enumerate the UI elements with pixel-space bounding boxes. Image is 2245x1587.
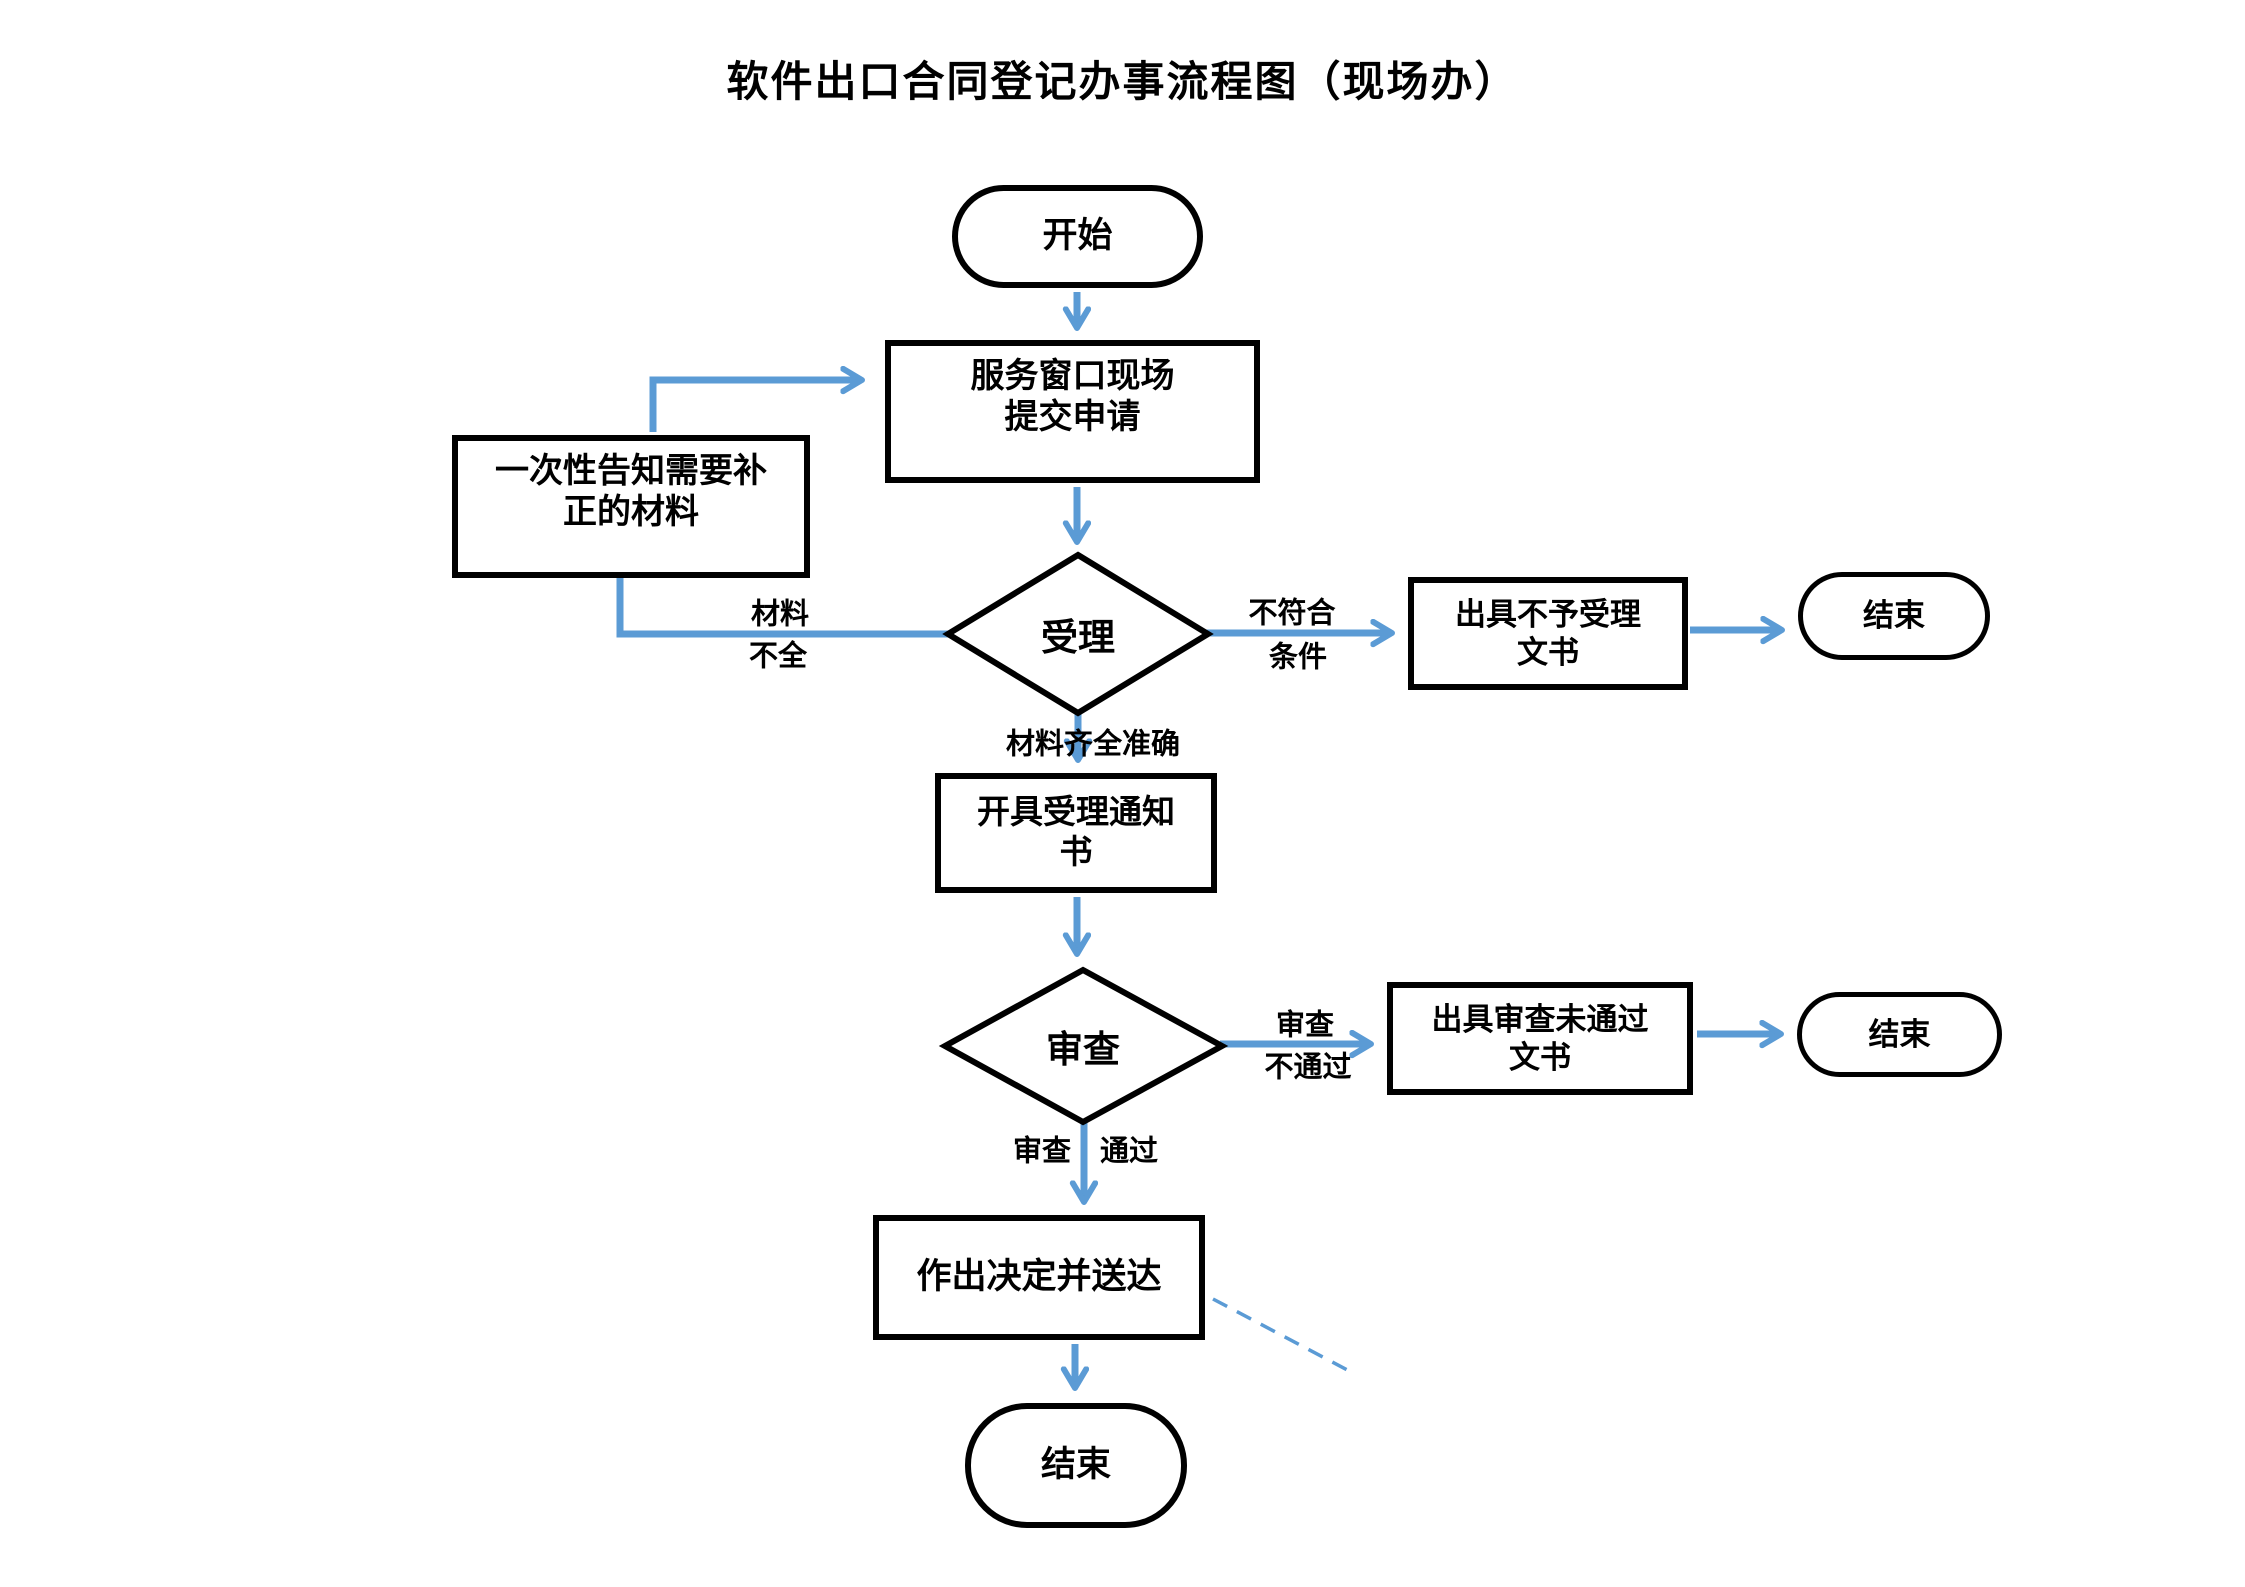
edge-label-review-fail-2: 不通过	[1264, 1051, 1352, 1084]
dashed-leader-line	[1212, 1297, 1356, 1376]
edge-label-review-pass-1: 审查	[1012, 1135, 1072, 1168]
edge-label-materials-incomplete-1: 材料	[750, 598, 810, 631]
node-reject-doc: 出具不予受理 文书	[1408, 577, 1688, 690]
node-end-3: 结束	[965, 1403, 1187, 1528]
edge-label-materials-complete: 材料齐全准确	[1005, 728, 1181, 761]
edge-accept-to-correction-materials-incomplete	[616, 576, 952, 638]
node-acceptance-notice: 开具受理通知 书	[935, 773, 1217, 893]
edge-label-review-fail-1: 审查	[1275, 1009, 1335, 1042]
edge-label-not-qualified-2: 条件	[1268, 641, 1328, 674]
page-title: 软件出口合同登记办事流程图（现场办）	[726, 60, 1519, 106]
node-end-1: 结束	[1798, 572, 1990, 660]
node-submit-window: 服务窗口现场 提交申请	[885, 340, 1260, 483]
node-review-decision-label: 审查	[1046, 1030, 1120, 1071]
decision-accept-shape	[942, 551, 1214, 717]
node-notify-correction: 一次性告知需要补 正的材料	[452, 435, 810, 578]
edge-label-not-qualified-1: 不符合	[1248, 597, 1336, 630]
node-accept-decision-label: 受理	[1041, 618, 1115, 659]
node-make-decision: 作出决定并送达	[873, 1215, 1205, 1340]
node-end-2: 结束	[1797, 992, 2002, 1077]
edge-label-materials-incomplete-2: 不全	[748, 640, 808, 673]
node-start: 开始	[952, 185, 1203, 288]
decision-review-shape	[938, 966, 1229, 1126]
edge-correction-to-submit	[649, 380, 862, 432]
edge-label-review-pass-2: 通过	[1099, 1135, 1159, 1168]
node-review-fail-doc: 出具审查未通过 文书	[1387, 982, 1693, 1095]
